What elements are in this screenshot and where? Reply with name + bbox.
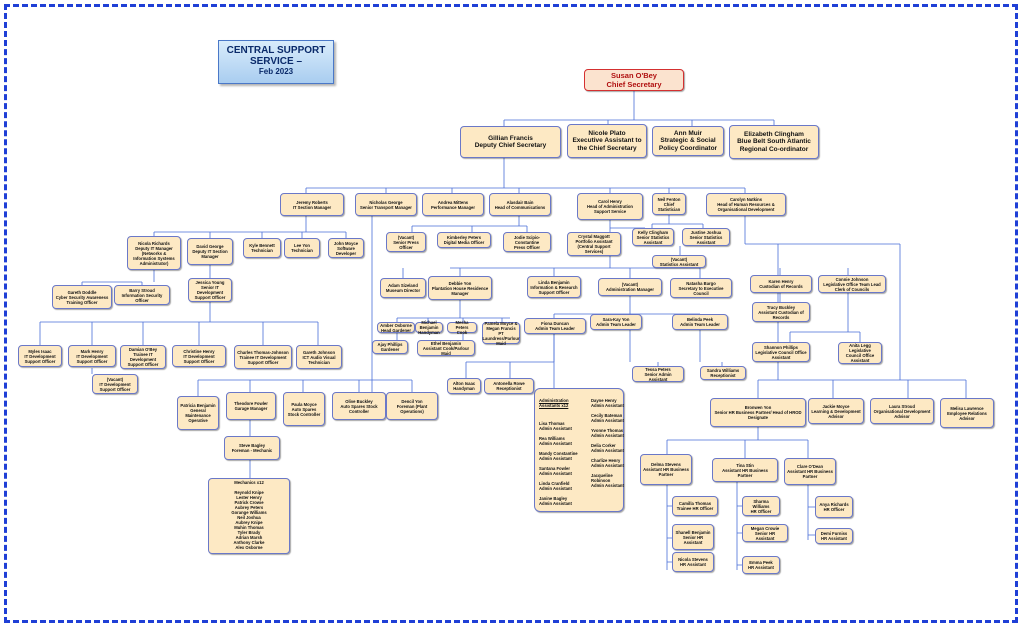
node-kelly-clingham: Kelly Clingham Senior Statistics Assista… [632,228,674,246]
node-tina-stin: Tina Stin Assistant HR Business Partner [712,458,778,482]
node-alton-isaac: Alton Isaac Handyman [447,378,481,394]
node-mark-henry: Mark Henry IT Development Support Office… [68,345,116,367]
node-steve-bagley: Steve Bagley Foreman - Mechanic [224,436,280,460]
node-vacant-press-officer: (Vacant) Senior Press Officer [386,232,426,252]
node-jessica-young: Jessica Young Senior IT Development Supp… [188,278,232,302]
node-justine-joshua: Justine Joshua Senior Statistics Assista… [682,228,730,246]
node-paula-moyce: Paula Moyce Auto Spares Stock Controller [283,392,325,426]
node-performance-manager: Andrea Mittens Performance Manager [422,193,484,216]
node-emma-peek: Emma Peek HR Assistant [742,556,780,574]
node-myles-isaac: Myles Isaac IT Development Support Offic… [18,345,62,367]
node-pamela-moyce: Pamela Moyce & Megan Francis PT Laundres… [482,320,520,346]
node-adam-sizeland: Adam Sizeland Museum Director [380,278,426,298]
node-connie-johnson: Connie Johnson Legislative Office Team L… [818,275,886,293]
node-natasha-bargo: Natasha Bargo Secretary to Executive Cou… [670,278,732,298]
node-charles-thomas-johnson: Charles Thomas-Johnson Trainee IT Develo… [234,345,292,369]
node-demi-furniss: Demi Furniss HR Assistant [815,528,853,544]
admin-pool-col1: Lisa Thomas Admin Assistant Rea Williams… [539,421,578,506]
node-theodore-fowler: Theodore Fowler Garage Manager [226,392,276,420]
node-tracy-buckley: Tracy Buckley Assistant Custodian of Rec… [752,302,810,322]
node-kimberley-peters: Kimberley Peters Digital Media Officer [437,232,491,248]
node-chief-secretary: Susan O'Bey Chief Secretary [584,69,684,91]
node-megan-crowie: Megan Crowie Senior HR Assistant [742,524,788,542]
page-frame [4,4,1018,623]
node-transport-manager: Nicholas George Senior Transport Manager [355,193,417,216]
node-head-of-communications: Alasdair Bain Head of Communications [489,193,551,216]
node-christine-henry: Christine Henry IT Development Support O… [172,345,226,367]
node-clare-odean: Clare O'Dean Assistant HR Business Partn… [784,458,836,485]
node-camilla-thomas: Camilla Thomas Trainee HR Officer [672,496,718,516]
node-delma-stevens: Delma Stevens Assistant HR Business Part… [640,454,692,485]
node-jackie-moyce: Jackie Moyce Learning & Development Advi… [808,398,864,424]
chart-title-line1: CENTRAL SUPPORT SERVICE – [226,45,326,67]
node-head-of-hr: Carolyn Nutkins Head of Human Resources … [706,193,786,216]
node-crystal-maggott: Crystal Maggott Portfolio Assistant (Cen… [567,232,621,256]
node-linda-benjamin: Linda Benjamin Information & Research Su… [527,276,581,298]
admin-pool-heading: Administration Assistants x12 [539,398,569,408]
node-deputy-chief-secretary: Gillian Francis Deputy Chief Secretary [460,126,561,158]
node-anita-legg: Anita Legg Legislative Council Office As… [838,342,882,364]
node-antonella-rowe: Antonella Rowe Receptionist [484,378,534,394]
node-karen-henry: Karen Henry Custodian of Records [750,275,812,293]
node-debbie-yon: Debbie Yon Plantation House Residence Ma… [428,276,492,300]
node-vacant-admin-manager: (Vacant) Administration Manager [598,278,662,296]
node-lee-yon: Lee Yon Technician [284,238,320,258]
node-shannon-phillips: Shannon Phillips Legislative Council Off… [752,342,810,362]
node-olive-buckley: Olive Buckley Auto Spares Stock Controll… [332,392,386,420]
node-belinda-peek: Belinda Peek Admin Team Leader [672,314,728,330]
node-nicola-stevens: Nicola Stevens HR Assistant [672,552,714,572]
node-deputy-it-section-manager: David George Deputy IT Section Manager [187,238,233,265]
node-amber-osborne: Amber Osborne Head Gardener [377,322,415,333]
node-sharma-williams: Sharma Williams HR Officer [742,496,780,516]
node-vacant-statistics-assistant: (Vacant) Statistics Assistant [652,255,706,268]
node-anya-richards: Anya Richards HR Officer [815,496,853,518]
node-ajay-phillips: Ajay Phillips Gardener [372,340,408,354]
node-ethel-benjamin: Ethel Benjamin Assistant Cook/Parlour Ma… [417,340,475,356]
node-jodie-scipio: Jodie Scipio-Constantine Press Officer [503,232,551,252]
node-chief-statistician: Neil Fenton Chief Statistician [652,193,686,215]
node-john-moyce: John Moyce Software Developer [328,238,364,258]
node-executive-assistant: Nicole Plato Executive Assistant to the … [567,124,647,158]
node-deputy-it-manager: Nicola Richards Deputy IT Manager (Netwo… [127,236,181,270]
node-kyle-bennett: Kyle Bennett Technician [243,238,281,258]
chart-title: CENTRAL SUPPORT SERVICE – Feb 2023 [218,40,334,84]
node-bronwen-yon: Bronwen Yon Senior HR Business Partner/ … [710,398,806,427]
node-shanell-benjamin: Shanell Benjamin Senior HR Assistant [672,524,714,550]
node-fiona-duncan: Fiona Duncan Admin Team Leader [524,318,586,334]
admin-pool-col2: Dayne Henry Admin Assistant Cecily Batem… [591,398,624,488]
node-melisa-lawrence: Melisa Lawrence Employee Relations Advis… [940,398,994,428]
node-mesha-peters: Mesha Peters Cook [447,320,477,335]
node-vacant-it-support: (Vacant) IT Development Support Officer [92,374,138,394]
node-michael-benjamin: Michael Benjamin Handyman [415,320,443,335]
node-head-of-admin: Carol Henry Head of Administration Suppo… [577,193,643,220]
mechanics-names: Reynold Knipe Lester Henry Patrick Crowi… [231,490,267,550]
node-barry-stroud: Barry Stroud Information Security Office… [114,285,170,305]
node-mechanics: Mechanics x12 Reynold Knipe Lester Henry… [208,478,290,554]
node-laura-stroud: Laura Stroud Organisational Development … [870,398,934,424]
node-it-section-manager: Jeremy Roberts IT Section Manager [280,193,344,216]
node-damian-obey: Damian O'Bey Trainee IT Development Supp… [120,345,166,369]
node-sandra-williams: Sandra Williams Receptionist [700,366,746,380]
node-gareth-johnson: Gareth Johnson ICT Audio Visual Technici… [296,345,342,369]
node-sara-kay-yon: Sara-Kay Yon Admin Team Leader [590,314,642,330]
mechanics-title: Mechanics x12 [234,480,264,485]
node-gareth-doddle: Gareth Doddle Cyber Security Awareness T… [52,285,112,309]
node-tessa-peters: Tessa Peters Senior Admin Assistant [632,366,684,382]
node-blue-belt-coordinator: Elizabeth Clingham Blue Belt South Atlan… [729,125,819,159]
node-patricia-benjamin: Patricia Benjamin General Maintenance Op… [177,396,219,430]
chart-title-line2: Feb 2023 [258,67,294,76]
node-dencil-yon: Dencil Yon Foreman (Plant Operations) [386,392,438,420]
node-policy-coordinator: Ann Muir Strategic & Social Policy Coord… [652,126,724,156]
admin-assistants-pool: Administration Assistants x12 Lisa Thoma… [534,388,624,512]
